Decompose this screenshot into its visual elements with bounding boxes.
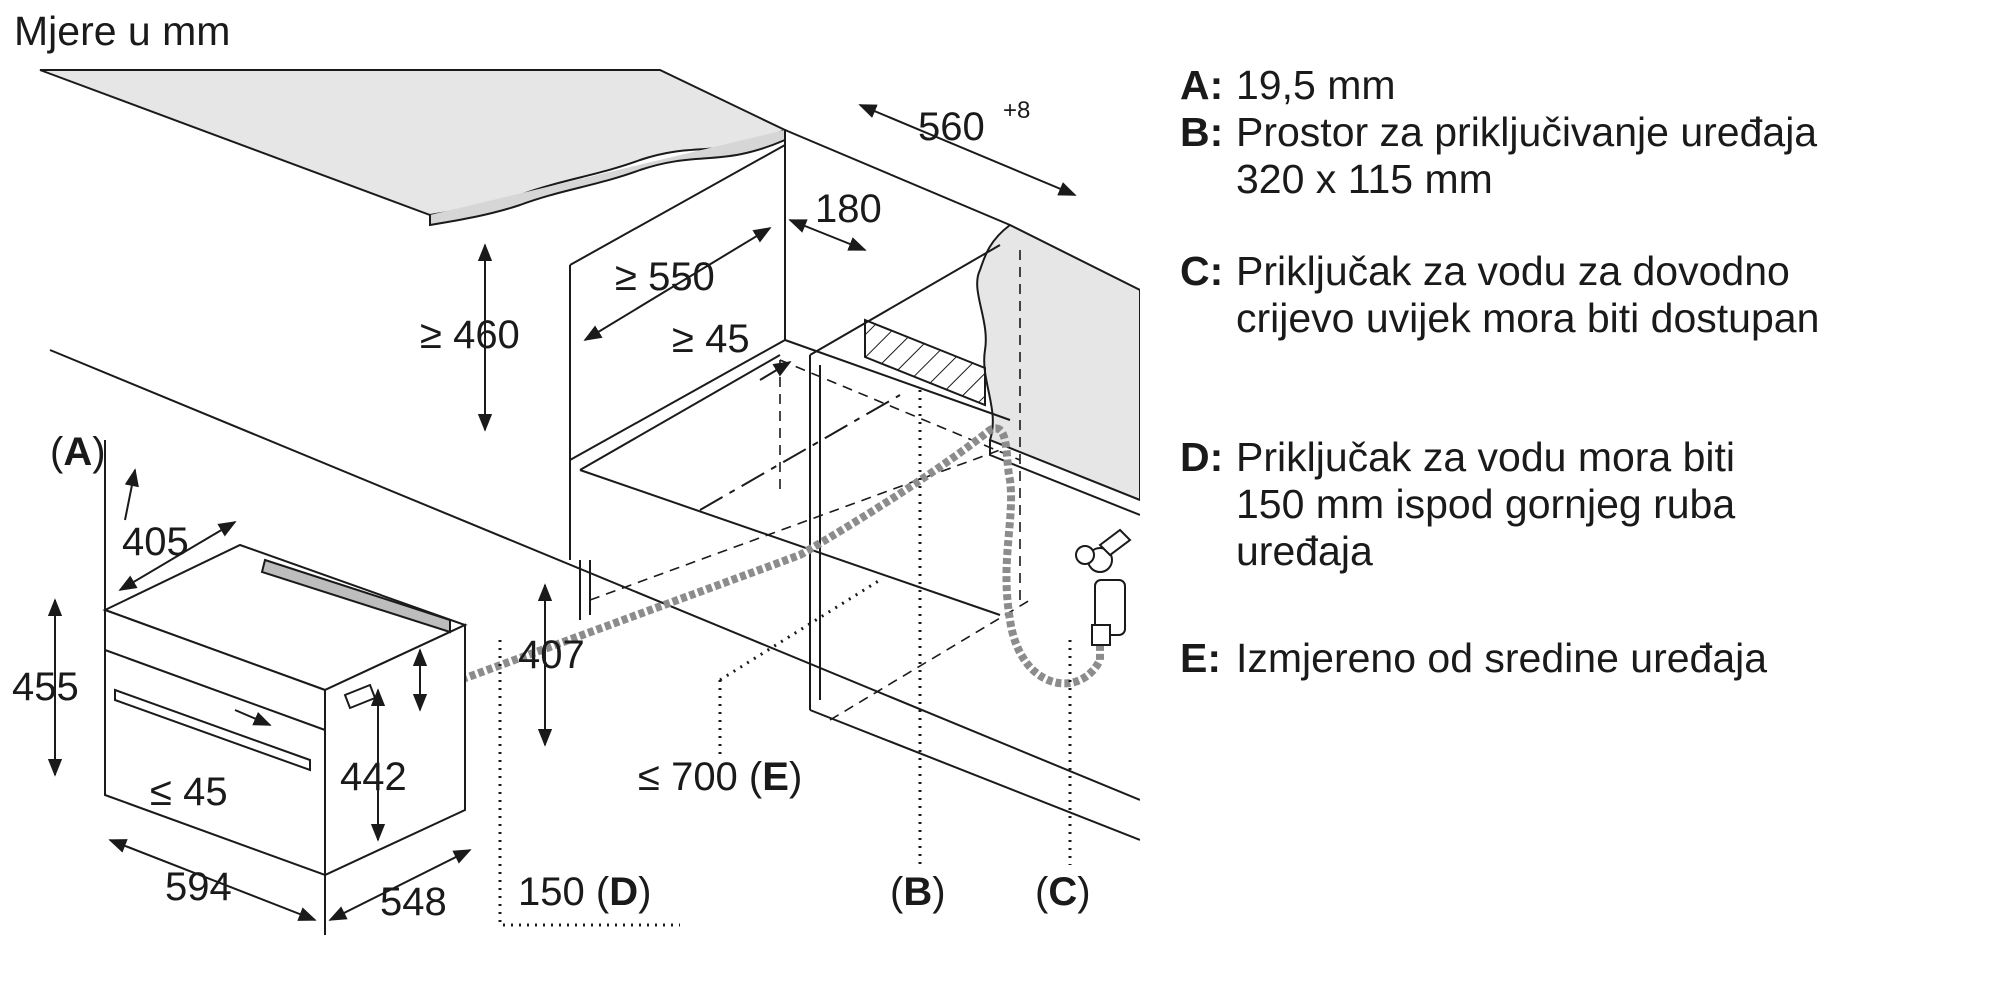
legend-text: Izmjereno od sredine uređaja — [1236, 635, 1768, 681]
legend-item-d: D: Priključak za vodu mora biti 150 mm i… — [1180, 434, 1980, 575]
legend-item-b: B: Prostor za priključivanje uređaja 320… — [1180, 109, 1980, 203]
dim-548: 548 — [380, 880, 447, 924]
dim-560: 560 — [918, 105, 985, 149]
dim-700-e: ≤ 700 (E) — [638, 755, 802, 799]
dim-550: ≥ 550 — [615, 255, 715, 299]
legend-key: B: — [1180, 109, 1224, 155]
dim-442: 442 — [340, 755, 407, 799]
legend-text: 150 mm ispod gornjeg ruba — [1236, 481, 1736, 527]
dim-460: ≥ 460 — [420, 313, 520, 357]
dim-a-label: (A) — [50, 430, 106, 474]
legend-text: Priključak za vodu za dovodno — [1236, 248, 1790, 294]
dim-45-bottom: ≤ 45 — [150, 770, 228, 814]
label-c: (C) — [1035, 870, 1091, 914]
legend-key: D: — [1180, 434, 1224, 480]
legend-text: Priključak za vodu mora biti — [1236, 434, 1736, 480]
worktop-right — [976, 223, 1140, 516]
connection-area-b — [864, 318, 986, 407]
dim-455: 455 — [12, 665, 79, 709]
legend-text: 19,5 mm — [1236, 62, 1396, 108]
reference-lines — [498, 390, 1072, 927]
niche-outline — [49, 129, 1140, 841]
dim-45-top: ≥ 45 — [672, 317, 750, 361]
dim-405: 405 — [122, 520, 189, 564]
legend-text: Prostor za priključivanje uređaja — [1236, 109, 1818, 155]
legend-key: C: — [1180, 248, 1224, 294]
legend-text: uređaja — [1236, 528, 1373, 574]
legend-key: A: — [1180, 62, 1224, 108]
legend-item-a: A: 19,5 mm — [1180, 62, 1980, 109]
water-hose — [445, 424, 1104, 746]
units-title: Mjere u mm — [14, 8, 231, 54]
dim-180: 180 — [815, 187, 882, 231]
legend-item-c: C: Priključak za vodu za dovodno crijevo… — [1180, 248, 1980, 342]
dim-560-tolerance: +8 — [1003, 97, 1030, 124]
legend-text: crijevo uvijek mora biti dostupan — [1236, 295, 1820, 341]
installation-drawing: 560 +8 180 ≥ 550 ≥ 460 ≥ 45 (A) 405 455 … — [12, 69, 1140, 935]
worktop-left — [39, 69, 788, 227]
dimension-lines — [47, 104, 1077, 935]
legend-item-e: E: Izmjereno od sredine uređaja — [1180, 635, 1980, 682]
label-b: (B) — [890, 870, 946, 914]
legend-text: 320 x 115 mm — [1236, 156, 1493, 202]
water-tap-c — [1075, 528, 1132, 646]
legend: A: 19,5 mm B: Prostor za priključivanje … — [1180, 62, 1980, 682]
appliance — [102, 543, 468, 877]
centre-line — [699, 394, 901, 511]
dim-594: 594 — [165, 865, 232, 909]
dim-150-d: 150 (D) — [518, 870, 651, 914]
dim-407: 407 — [518, 633, 585, 677]
legend-key: E: — [1180, 635, 1221, 681]
